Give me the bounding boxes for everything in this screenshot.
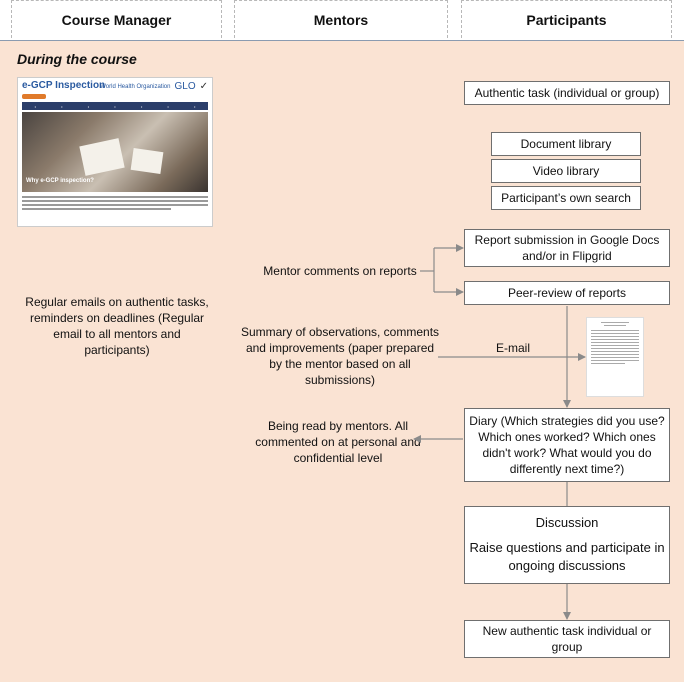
checkmark-logo-icon: ✓	[199, 81, 208, 92]
lane-title: Mentors	[313, 12, 369, 28]
own-search-box: Participant’s own search	[491, 186, 641, 210]
who-logo: World Health Organization	[100, 83, 171, 90]
course-website-screenshot: e-GCP Inspection World Health Organizati…	[17, 77, 213, 227]
peer-review-box: Peer-review of reports	[464, 281, 670, 305]
mentor-reading-text: Being read by mentors. All commented on …	[255, 419, 421, 465]
video-library-box: Video library	[491, 159, 641, 183]
new-task-box: New authentic task individual or group	[464, 620, 670, 658]
report-submission-box: Report submission in Google Docs and/or …	[464, 229, 670, 267]
discussion-box: Discussion Raise questions and participa…	[464, 506, 670, 584]
document-library-box: Document library	[491, 132, 641, 156]
email-label: E-mail	[495, 341, 530, 355]
website-button	[22, 94, 46, 99]
website-title: e-GCP Inspection	[22, 80, 106, 91]
mentor-summary-text: Summary of observations, comments and im…	[240, 325, 440, 387]
diary-box: Diary (Which strategies did you use? Whi…	[464, 408, 670, 482]
summary-paper-thumbnail	[586, 317, 644, 397]
website-photo	[22, 112, 208, 192]
glo-logo: GLO	[174, 81, 196, 92]
discussion-body: Raise questions and participate in ongoi…	[469, 540, 665, 573]
lane-title: Course Manager	[61, 12, 172, 28]
phase-title: During the course	[17, 51, 137, 67]
mentor-comments-text: Mentor comments on reports	[263, 264, 417, 278]
regular-emails-text: Regular emails on authentic tasks, remin…	[25, 295, 209, 357]
discussion-title: Discussion	[535, 515, 599, 530]
website-caption: Why e-GCP inspection?	[26, 178, 94, 184]
website-nav: •••••••	[22, 102, 208, 110]
website-logos: World Health Organization GLO ✓	[100, 81, 208, 92]
lane-title: Participants	[526, 12, 607, 28]
authentic-task-box: Authentic task (individual or group)	[464, 81, 670, 105]
website-text-lines	[22, 196, 208, 212]
